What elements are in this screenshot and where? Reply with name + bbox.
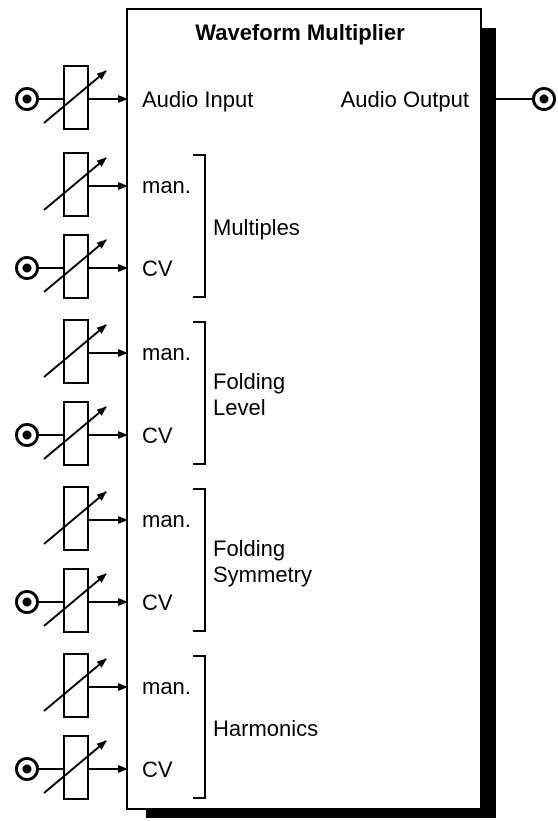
group-bracket [193,655,206,799]
manual-potentiometer-icon[interactable] [43,653,128,718]
group-name-label: Harmonics [213,716,318,741]
param-group: man. CV Multiples [15,152,300,299]
audio-output-label: Audio Output [341,87,469,112]
parameter-groups: man.CVMultiplesman.CVFoldingLevelman.CVF… [15,152,318,800]
cv-label: CV [142,757,173,782]
group-bracket [193,154,206,298]
group-name-label: Level [213,395,266,420]
cv-label: CV [142,256,173,281]
manual-label: man. [142,173,191,198]
module-title: Waveform Multiplier [195,20,405,45]
module-box [126,8,482,810]
manual-label: man. [142,507,191,532]
cv-jack-icon[interactable] [15,590,65,614]
cv-potentiometer-icon[interactable] [43,401,128,466]
manual-potentiometer-icon[interactable] [43,486,128,551]
cv-potentiometer-icon[interactable] [43,234,128,299]
manual-label: man. [142,674,191,699]
group-name-label: Multiples [213,215,300,240]
cv-potentiometer-icon[interactable] [43,568,128,633]
group-name-label: Folding [213,536,285,561]
manual-label: man. [142,340,191,365]
group-bracket [193,488,206,632]
manual-potentiometer-icon[interactable] [43,319,128,384]
group-name-label: Symmetry [213,562,312,587]
audio-input-jack-icon[interactable] [15,87,39,111]
cv-potentiometer-icon[interactable] [43,735,128,800]
audio-output-jack-icon[interactable] [532,87,556,111]
group-bracket [193,321,206,465]
group-name-label: Folding [213,369,285,394]
audio-input-potentiometer-icon[interactable] [43,65,107,130]
manual-potentiometer-icon[interactable] [43,152,128,217]
cv-jack-icon[interactable] [15,423,65,447]
cv-jack-icon[interactable] [15,757,65,781]
cv-jack-icon[interactable] [15,256,65,280]
cv-label: CV [142,423,173,448]
cv-label: CV [142,590,173,615]
audio-input-label: Audio Input [142,87,253,112]
param-group: man. CV Harmonics [15,653,318,800]
